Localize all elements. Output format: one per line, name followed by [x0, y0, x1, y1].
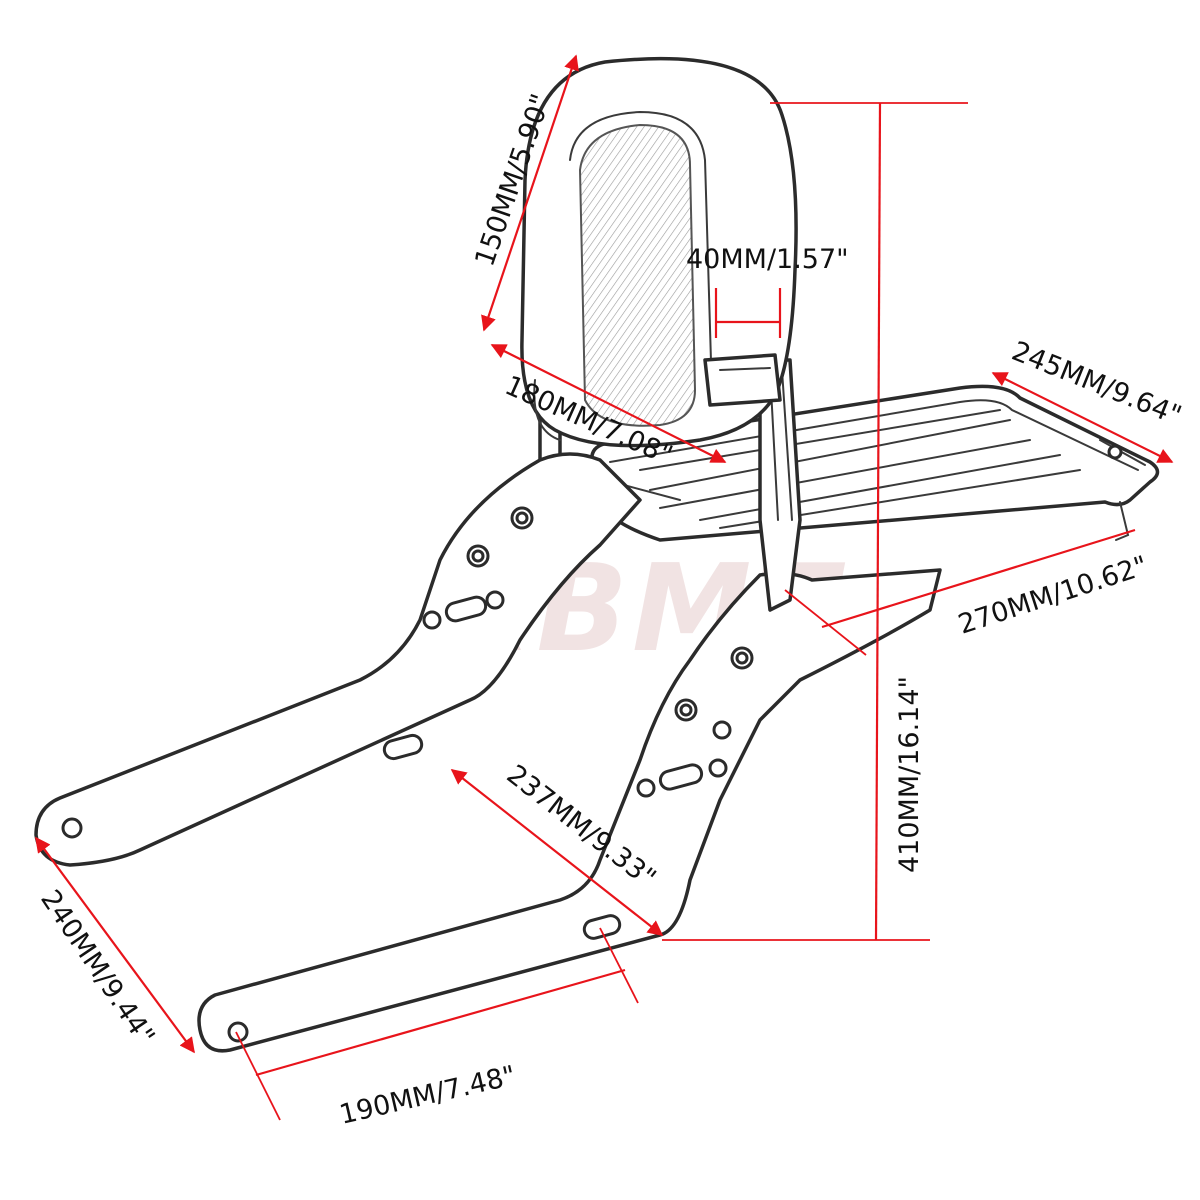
rear-span-left-extension: [235, 1031, 281, 1121]
total-height-line: [874, 102, 882, 941]
front-span-label: 240MM/9.44": [34, 885, 160, 1051]
total-height-label: 410MM/16.14": [894, 676, 925, 873]
rear-span-label: 190MM/7.48": [337, 1060, 519, 1131]
pad-width-arrow: [490, 344, 727, 463]
front-span-arrow: [35, 836, 195, 1054]
rack-length-line: [821, 528, 1136, 629]
rack-width-arrow: [991, 372, 1174, 463]
rack-length-label: 270MM/10.62": [955, 550, 1152, 640]
upright-width-label: 40MM/1.57": [686, 244, 849, 275]
dimension-lines: [35, 54, 1174, 1121]
arm-length-arrow: [450, 769, 664, 936]
rear-span-right-extension: [599, 927, 639, 1004]
pad-height-arrow: [481, 54, 579, 332]
rack-length-extension: [784, 589, 867, 656]
rear-span-line: [255, 968, 626, 1077]
